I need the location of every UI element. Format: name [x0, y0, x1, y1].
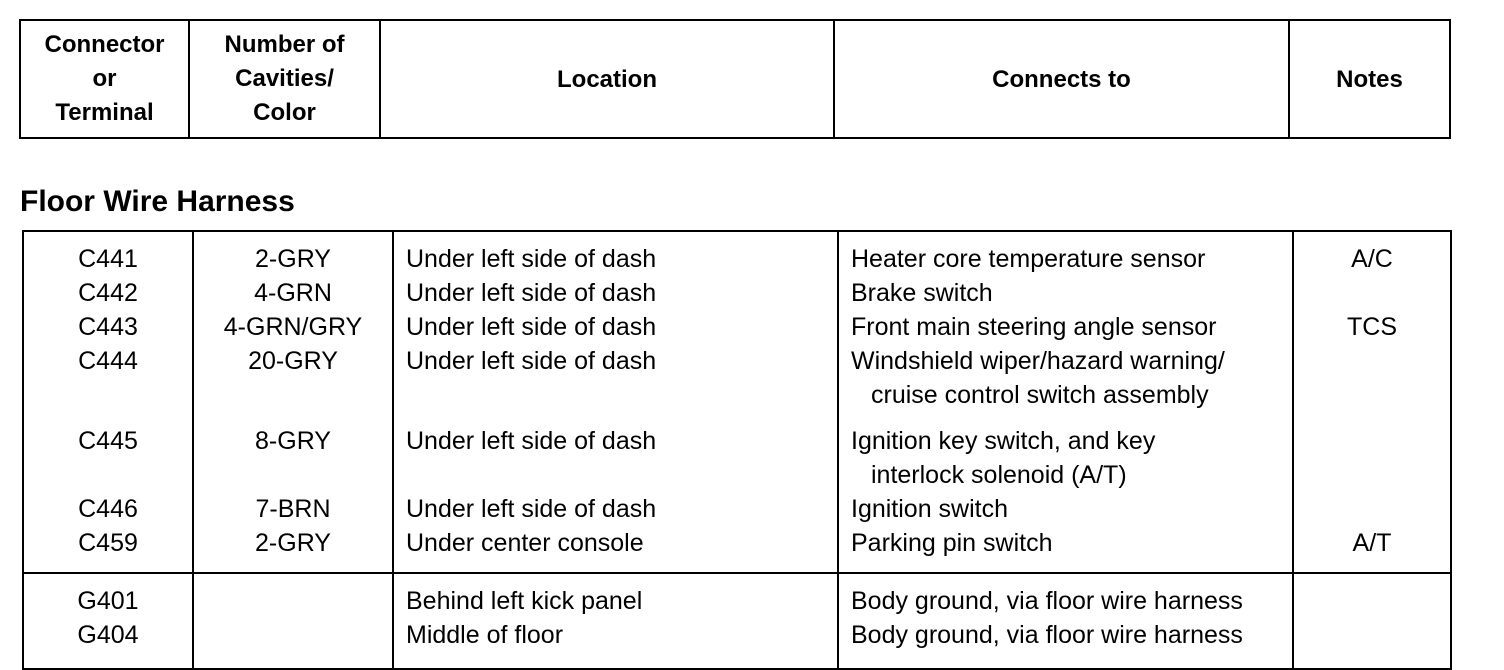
note-text: [1294, 344, 1450, 378]
note-text: [1294, 492, 1450, 526]
location-text: Middle of floor: [406, 621, 564, 649]
note-text: A/T: [1352, 529, 1392, 557]
notes-column: A/C TCS A/T: [1292, 230, 1452, 574]
location-text: Behind left kick panel: [406, 587, 643, 615]
cavities-color: [194, 618, 392, 652]
location-text: Under center console: [406, 529, 644, 557]
connects-to-column: Heater core temperature sensor Brake swi…: [837, 230, 1294, 574]
harness-table: C441 C442 C443 C444 C445 C446 C459 2-GRY…: [22, 230, 1452, 670]
header-cavities: Number of Cavities/ Color: [188, 19, 381, 139]
connects-to-text: Body ground, via floor wire harness: [851, 621, 1243, 649]
note-text: [1294, 618, 1450, 652]
cavities-color: 2-GRY: [255, 245, 331, 273]
connector-id: G401: [77, 587, 139, 615]
header-notes: Notes: [1288, 19, 1451, 139]
header-connector: Connector or Terminal: [19, 19, 190, 139]
connector-id: C441: [78, 245, 138, 273]
note-text: TCS: [1347, 313, 1397, 341]
location-text: Under left side of dash: [406, 279, 657, 307]
connects-to-text: Ignition key switch, and key: [851, 427, 1156, 455]
ground-notes-column: [1292, 573, 1452, 670]
location-text: Under left side of dash: [406, 427, 657, 455]
header-location: Location: [379, 19, 835, 139]
note-text: [1294, 424, 1450, 458]
connector-id: C445: [78, 427, 138, 455]
cavities-color: [194, 584, 392, 618]
connects-to-text: Front main steering angle sensor: [851, 313, 1217, 341]
connects-to-text: Parking pin switch: [851, 529, 1053, 557]
cavities-color: 20-GRY: [248, 347, 338, 375]
connects-to-text: Ignition switch: [851, 495, 1009, 523]
ground-connects-to-column: Body ground, via floor wire harness Body…: [837, 573, 1294, 670]
ground-group: G401 G404 Behind left kick panel Middle …: [22, 573, 1452, 670]
connects-to-text: interlock solenoid (A/T): [871, 461, 1127, 489]
connects-to-text: cruise control switch assembly: [871, 381, 1209, 409]
section-title: Floor Wire Harness: [20, 185, 295, 218]
location-column: Under left side of dash Under left side …: [392, 230, 839, 574]
ground-connector-column: G401 G404: [22, 573, 194, 670]
connector-id: C443: [78, 313, 138, 341]
cavities-color: 4-GRN: [254, 279, 332, 307]
connector-id: C442: [78, 279, 138, 307]
ground-location-column: Behind left kick panel Middle of floor: [392, 573, 839, 670]
connector-group: C441 C442 C443 C444 C445 C446 C459 2-GRY…: [22, 230, 1452, 574]
connector-column: C441 C442 C443 C444 C445 C446 C459: [22, 230, 194, 574]
location-text: Under left side of dash: [406, 245, 657, 273]
connector-id: C444: [78, 347, 138, 375]
connects-to-text: Windshield wiper/hazard warning/: [851, 347, 1225, 375]
location-text: Under left side of dash: [406, 495, 657, 523]
connects-to-text: Heater core temperature sensor: [851, 245, 1206, 273]
header-connects-to: Connects to: [833, 19, 1290, 139]
connector-id: G404: [77, 621, 139, 649]
column-header-table: Connector or Terminal Number of Cavities…: [19, 19, 1451, 139]
connector-id: C446: [78, 495, 138, 523]
note-text: [1294, 584, 1450, 618]
note-text: [1294, 276, 1450, 310]
connects-to-text: Body ground, via floor wire harness: [851, 587, 1243, 615]
cavities-column: 2-GRY 4-GRN 4-GRN/GRY 20-GRY 8-GRY 7-BRN…: [192, 230, 394, 574]
location-text: Under left side of dash: [406, 313, 657, 341]
connects-to-text: Brake switch: [851, 279, 993, 307]
cavities-color: 8-GRY: [255, 427, 331, 455]
ground-cavities-column: [192, 573, 394, 670]
cavities-color: 2-GRY: [255, 529, 331, 557]
cavities-color: 4-GRN/GRY: [223, 313, 363, 341]
location-text: Under left side of dash: [406, 347, 657, 375]
cavities-color: 7-BRN: [255, 495, 331, 523]
connector-id: C459: [78, 529, 138, 557]
note-text: A/C: [1351, 245, 1393, 273]
